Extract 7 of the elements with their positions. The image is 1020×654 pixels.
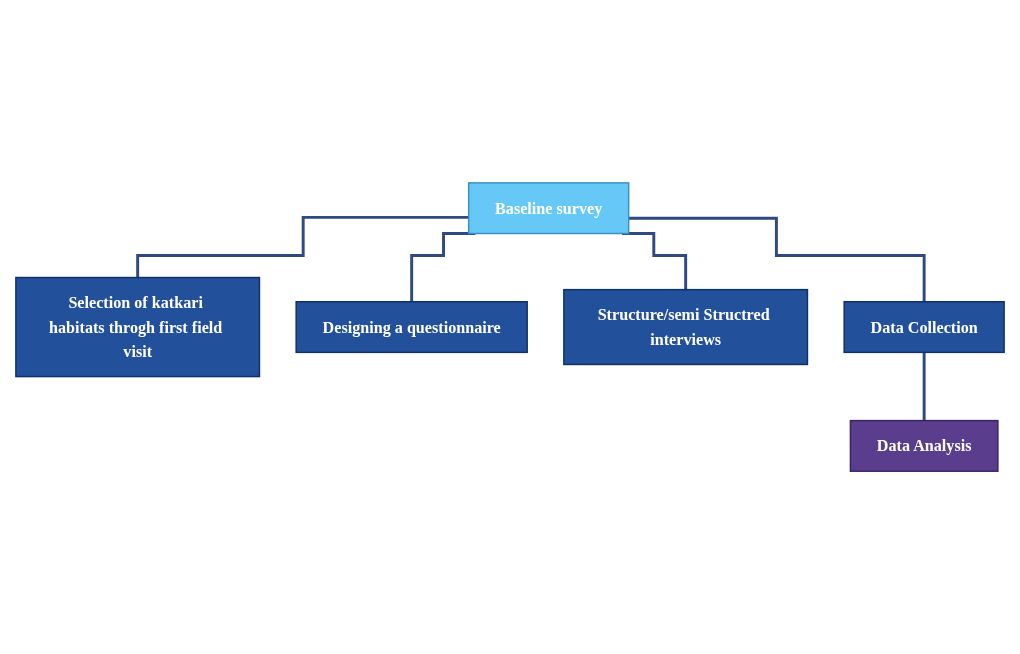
node-box: Baseline survey bbox=[467, 182, 630, 235]
connector bbox=[136, 215, 469, 279]
node-box: Structure/semi Structred interviews bbox=[563, 288, 809, 366]
node-box: Designing a questionnaire bbox=[295, 300, 528, 354]
node-box: Selection of katkari habitats throgh first field visit bbox=[15, 276, 261, 378]
node-box: Data Analysis bbox=[849, 419, 999, 472]
node-box: Data Collection bbox=[843, 300, 1005, 354]
